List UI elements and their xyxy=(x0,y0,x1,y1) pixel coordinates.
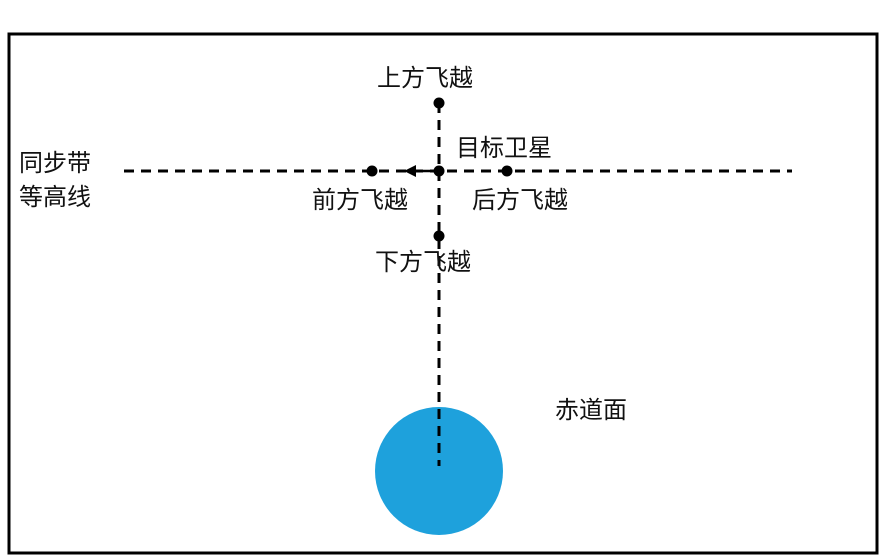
sync-band-label-line1: 同步带 xyxy=(19,149,91,177)
below-flyby-label: 下方飞越 xyxy=(375,248,471,276)
rear-flyby-point xyxy=(501,165,513,177)
earth-circle xyxy=(375,407,503,535)
equator-plane-label: 赤道面 xyxy=(555,396,627,424)
above-flyby-label: 上方飞越 xyxy=(377,64,473,92)
target-satellite-point xyxy=(433,165,445,177)
front-flyby-point xyxy=(366,165,378,177)
target-satellite-label: 目标卫星 xyxy=(456,134,552,162)
front-flyby-label: 前方飞越 xyxy=(312,186,408,214)
rear-flyby-label: 后方飞越 xyxy=(472,186,568,214)
below-flyby-point xyxy=(433,230,445,242)
sync-band-label-line2: 等高线 xyxy=(19,183,91,211)
motion-arrow-head xyxy=(404,165,416,177)
above-flyby-point xyxy=(433,97,445,109)
